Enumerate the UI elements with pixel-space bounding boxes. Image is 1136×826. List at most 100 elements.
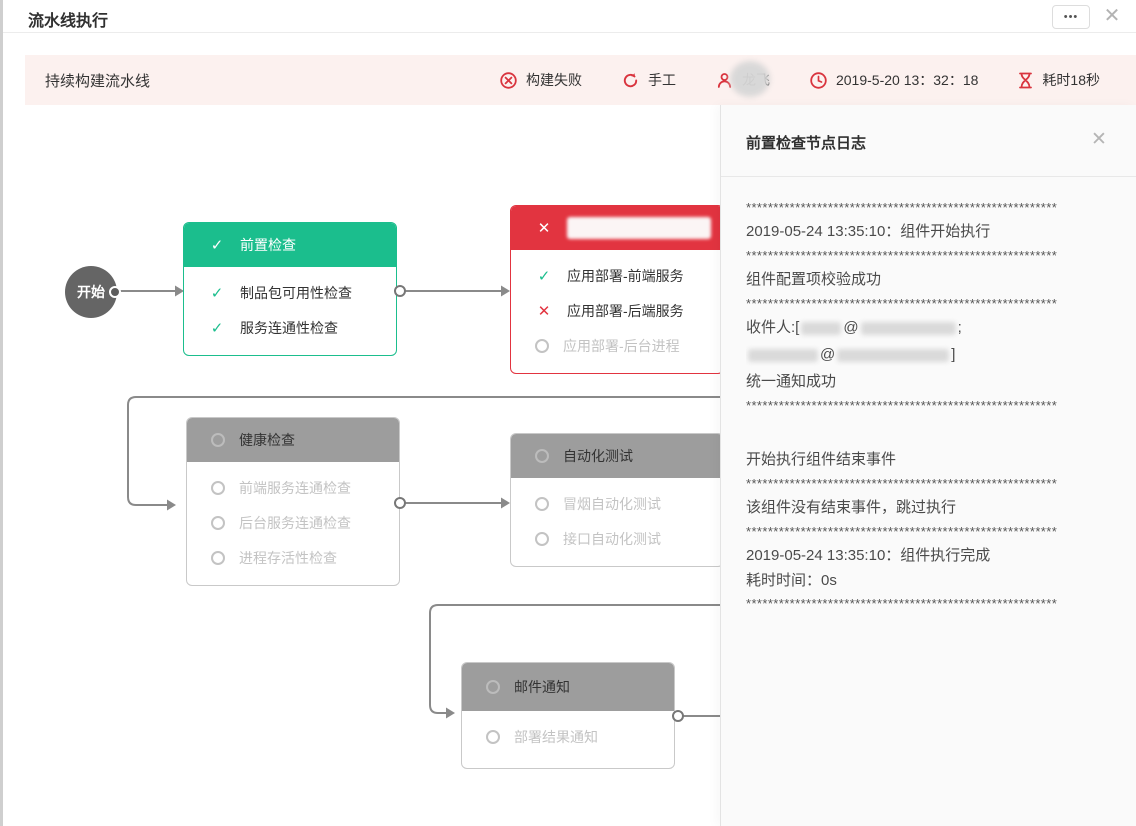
check-icon: ✓ (537, 267, 551, 285)
step-label: 冒烟自动化测试 (563, 495, 661, 512)
check-icon: ✓ (210, 237, 224, 254)
build-status-label: 构建失败 (525, 72, 582, 88)
log-line: 组件配置项校验成功 (746, 271, 882, 288)
node-output-port (394, 497, 406, 509)
clock-icon (810, 71, 827, 89)
node-step[interactable]: ✓ 制品包可用性检查 (184, 275, 396, 310)
window-header: 流水线执行 ••• ✕ (3, 0, 1136, 33)
trigger-label: 手工 (647, 72, 676, 88)
node-health-check[interactable]: 健康检查 前端服务连通检查 后台服务连通检查 进程存活性检查 (186, 417, 400, 586)
page-edge (0, 0, 3, 826)
at-sign: @ (820, 346, 836, 363)
log-panel-title: 前置检查节点日志 (746, 135, 867, 152)
step-label: 部署结果通知 (514, 728, 598, 745)
node-step[interactable]: 接口自动化测试 (511, 521, 723, 556)
node-step[interactable]: 部署结果通知 (462, 719, 674, 754)
flow-connectors (120, 285, 748, 719)
node-step[interactable]: 应用部署-后台进程 (511, 328, 723, 363)
redacted-blur (729, 61, 770, 97)
redacted-text (837, 348, 950, 362)
node-title: 健康检查 (239, 432, 295, 448)
step-label: 服务连通性检查 (240, 319, 338, 336)
user-icon (717, 72, 732, 88)
build-user: 龙飞 (716, 61, 770, 97)
redacted-text (801, 321, 842, 335)
pending-icon (535, 338, 549, 353)
node-step[interactable]: 进程存活性检查 (187, 540, 399, 575)
log-line: 2019-05-24 13:35:10：组件执行完成 (746, 547, 991, 564)
pipeline-name: 持续构建流水线 (45, 72, 151, 90)
step-label: 后台服务连通检查 (239, 514, 351, 531)
node-output-port (672, 710, 684, 722)
check-icon: ✓ (210, 319, 224, 337)
build-failed-icon (500, 71, 517, 89)
log-blank-line (746, 416, 1112, 446)
start-node[interactable]: 开始 (65, 266, 117, 318)
log-panel-header: 前置检查节点日志 ✕ (721, 105, 1136, 177)
log-line: 耗时时间：0s (746, 572, 837, 589)
step-label: 前端服务连通检查 (239, 479, 351, 496)
hourglass-icon (1019, 72, 1033, 88)
node-step[interactable]: ✓ 应用部署-前端服务 (511, 258, 723, 293)
log-line: 开始执行组件结束事件 (746, 451, 897, 468)
node-mail-notify[interactable]: 邮件通知 部署结果通知 (461, 662, 675, 769)
node-title: 邮件通知 (514, 679, 570, 695)
step-label: 应用部署-后台进程 (563, 337, 680, 354)
pending-icon (486, 680, 500, 694)
pending-icon (211, 550, 225, 565)
log-separator: ****************************************… (746, 200, 1058, 215)
trigger-mode: 手工 (622, 70, 676, 90)
redacted-text (748, 348, 818, 362)
manual-trigger-icon (623, 72, 638, 87)
pending-icon (211, 515, 225, 530)
log-separator: ****************************************… (746, 476, 1058, 491)
start-output-port (109, 286, 121, 298)
log-close-icon[interactable]: ✕ (1091, 129, 1107, 150)
log-separator: ****************************************… (746, 524, 1058, 539)
log-line: 2019-05-24 13:35:10：组件开始执行 (746, 223, 991, 240)
step-label: 制品包可用性检查 (240, 284, 352, 301)
pending-icon (211, 480, 225, 495)
cross-icon: ✕ (537, 220, 551, 237)
log-line-recipients: @] (746, 341, 1112, 368)
log-panel: 前置检查节点日志 ✕ *****************************… (720, 105, 1136, 826)
more-button[interactable]: ••• (1052, 5, 1090, 29)
pending-icon (535, 449, 549, 463)
at-sign: @ (843, 319, 859, 336)
cross-icon: ✕ (537, 302, 551, 320)
build-time: 2019-5-20 13：32：18 (810, 70, 978, 90)
check-icon: ✓ (210, 284, 224, 302)
node-pre-check[interactable]: ✓ 前置检查 ✓ 制品包可用性检查 ✓ 服务连通性检查 (183, 222, 397, 356)
step-label: 进程存活性检查 (239, 549, 337, 566)
build-duration: 耗时18秒 (1018, 70, 1100, 90)
node-step[interactable]: 冒烟自动化测试 (511, 486, 723, 521)
page-title: 流水线执行 (28, 13, 109, 30)
build-info-bar: 持续构建流水线 构建失败 手工 龙飞 (25, 55, 1136, 105)
node-output-port (394, 285, 406, 297)
node-step[interactable]: 后台服务连通检查 (187, 505, 399, 540)
redacted-node-title (567, 217, 711, 239)
node-auto-test[interactable]: 自动化测试 冒烟自动化测试 接口自动化测试 (510, 433, 724, 567)
log-content: ****************************************… (721, 177, 1136, 614)
log-line-recipients: 收件人:[ @; (746, 314, 1112, 341)
build-time-value: 2019-5-20 13：32：18 (835, 72, 979, 88)
pending-icon (535, 531, 549, 546)
node-deploy[interactable]: ✕ ✓ 应用部署-前端服务 ✕ 应用部署-后端服务 应用部署-后台进程 (510, 205, 724, 374)
node-step[interactable]: ✕ 应用部署-后端服务 (511, 293, 723, 328)
log-line: 该组件没有结束事件，跳过执行 (746, 499, 957, 516)
node-title: 自动化测试 (563, 448, 633, 464)
pending-icon (211, 433, 225, 447)
duration-label: 耗时18秒 (1042, 72, 1100, 88)
log-separator: ****************************************… (746, 398, 1058, 413)
redacted-text (860, 321, 956, 335)
node-step[interactable]: 前端服务连通检查 (187, 470, 399, 505)
node-step[interactable]: ✓ 服务连通性检查 (184, 310, 396, 345)
build-status: 构建失败 (500, 70, 582, 90)
node-title: 前置检查 (240, 237, 296, 253)
close-icon[interactable]: ✕ (1103, 5, 1121, 27)
pending-icon (486, 729, 500, 744)
step-label: 接口自动化测试 (563, 530, 661, 547)
recipients-prefix: 收件人:[ (746, 319, 800, 336)
step-label: 应用部署-前端服务 (567, 267, 684, 284)
semicolon: ; (957, 319, 962, 336)
